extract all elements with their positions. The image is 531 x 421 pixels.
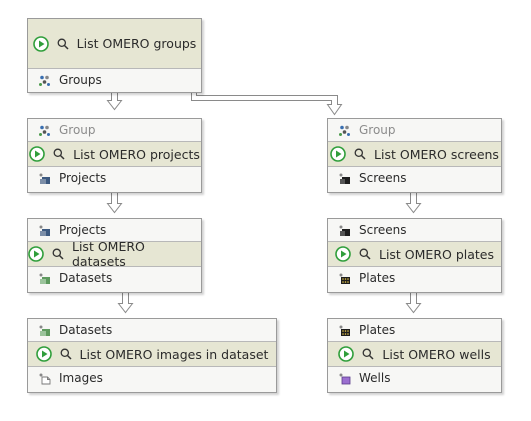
port-label: Groups	[59, 73, 102, 87]
edge-groups-projects	[106, 92, 123, 111]
magnifier-icon	[362, 348, 374, 360]
node-list-datasets[interactable]: Projects List OMERO datasets Datasets	[27, 218, 202, 293]
magnifier-icon	[53, 148, 65, 160]
plate-icon	[339, 273, 350, 284]
input-port[interactable]: Group	[328, 119, 501, 142]
screen-icon	[339, 225, 350, 236]
image-icon	[39, 373, 51, 384]
play-circle-icon[interactable]	[35, 346, 52, 362]
action-label: List OMERO projects	[73, 146, 200, 162]
output-port[interactable]: Projects	[28, 166, 201, 189]
project-icon	[39, 225, 50, 236]
action-bar[interactable]: List OMERO plates	[328, 242, 501, 266]
magnifier-icon	[354, 148, 366, 160]
port-label: Projects	[59, 171, 107, 185]
edge-projects-datasets	[106, 192, 123, 214]
output-port[interactable]: Groups	[28, 68, 201, 91]
project-icon	[39, 173, 50, 184]
port-label: Screens	[359, 171, 407, 185]
action-bar[interactable]: List OMERO images in dataset	[28, 342, 276, 366]
port-label: Projects	[59, 223, 107, 237]
magnifier-icon	[60, 348, 72, 360]
play-circle-icon[interactable]	[28, 246, 44, 262]
port-label: Group	[359, 123, 396, 137]
node-list-groups[interactable]: List OMERO groups Groups	[27, 18, 202, 93]
input-port[interactable]: Datasets	[28, 319, 276, 342]
action-bar[interactable]: List OMERO wells	[328, 342, 501, 366]
edge-screens-plates	[405, 192, 422, 214]
action-label: List OMERO wells	[382, 346, 491, 362]
magnifier-icon	[359, 248, 371, 260]
node-list-projects[interactable]: Group List OMERO projects Projects	[27, 118, 202, 193]
edge-datasets-images	[117, 292, 134, 314]
output-port[interactable]: Images	[28, 366, 276, 389]
plate-icon	[339, 325, 350, 336]
action-bar[interactable]: List OMERO datasets	[28, 239, 201, 269]
action-bar[interactable]: List OMERO screens	[328, 142, 501, 166]
port-label: Screens	[359, 223, 407, 237]
edge-groups-screens	[191, 92, 343, 116]
input-port[interactable]: Plates	[328, 319, 501, 342]
action-label: List OMERO plates	[378, 246, 494, 262]
node-list-wells[interactable]: Plates List OMERO wells Wells	[327, 318, 502, 393]
group-icon	[39, 75, 50, 86]
port-label: Images	[59, 371, 103, 385]
node-list-images[interactable]: Datasets List OMERO images in dataset Im…	[27, 318, 277, 393]
output-port[interactable]: Screens	[328, 166, 501, 189]
output-port[interactable]: Datasets	[28, 266, 201, 289]
play-circle-icon[interactable]	[330, 146, 346, 162]
action-label: List OMERO screens	[374, 146, 499, 162]
group-icon	[339, 125, 350, 136]
node-list-plates[interactable]: Screens List OMERO plates Plates	[327, 218, 502, 293]
output-port[interactable]: Wells	[328, 366, 501, 389]
port-label: Group	[59, 123, 96, 137]
action-label: List OMERO datasets	[72, 239, 145, 269]
port-label: Plates	[359, 271, 396, 285]
action-bar[interactable]: List OMERO groups	[28, 19, 201, 68]
input-port[interactable]: Group	[28, 119, 201, 142]
play-circle-icon[interactable]	[335, 246, 351, 262]
node-list-screens[interactable]: Group List OMERO screens Screens	[327, 118, 502, 193]
action-bar[interactable]: List OMERO projects	[28, 142, 201, 166]
input-port[interactable]: Projects	[28, 219, 201, 242]
input-port[interactable]: Screens	[328, 219, 501, 242]
action-label: List OMERO images in dataset	[79, 346, 269, 362]
port-label: Plates	[359, 323, 396, 337]
well-icon	[339, 373, 351, 384]
magnifier-icon	[57, 38, 69, 50]
edge-plates-wells	[405, 292, 422, 314]
play-circle-icon[interactable]	[29, 146, 45, 162]
port-label: Datasets	[59, 271, 113, 285]
output-port[interactable]: Plates	[328, 266, 501, 289]
port-label: Wells	[359, 371, 391, 385]
magnifier-icon	[52, 248, 64, 260]
port-label: Datasets	[59, 323, 113, 337]
action-label: List OMERO groups	[76, 36, 197, 51]
play-circle-icon[interactable]	[32, 35, 49, 52]
play-circle-icon[interactable]	[338, 346, 355, 362]
screen-icon	[339, 173, 350, 184]
dataset-icon	[39, 325, 50, 336]
group-icon	[39, 125, 50, 136]
dataset-icon	[39, 273, 50, 284]
